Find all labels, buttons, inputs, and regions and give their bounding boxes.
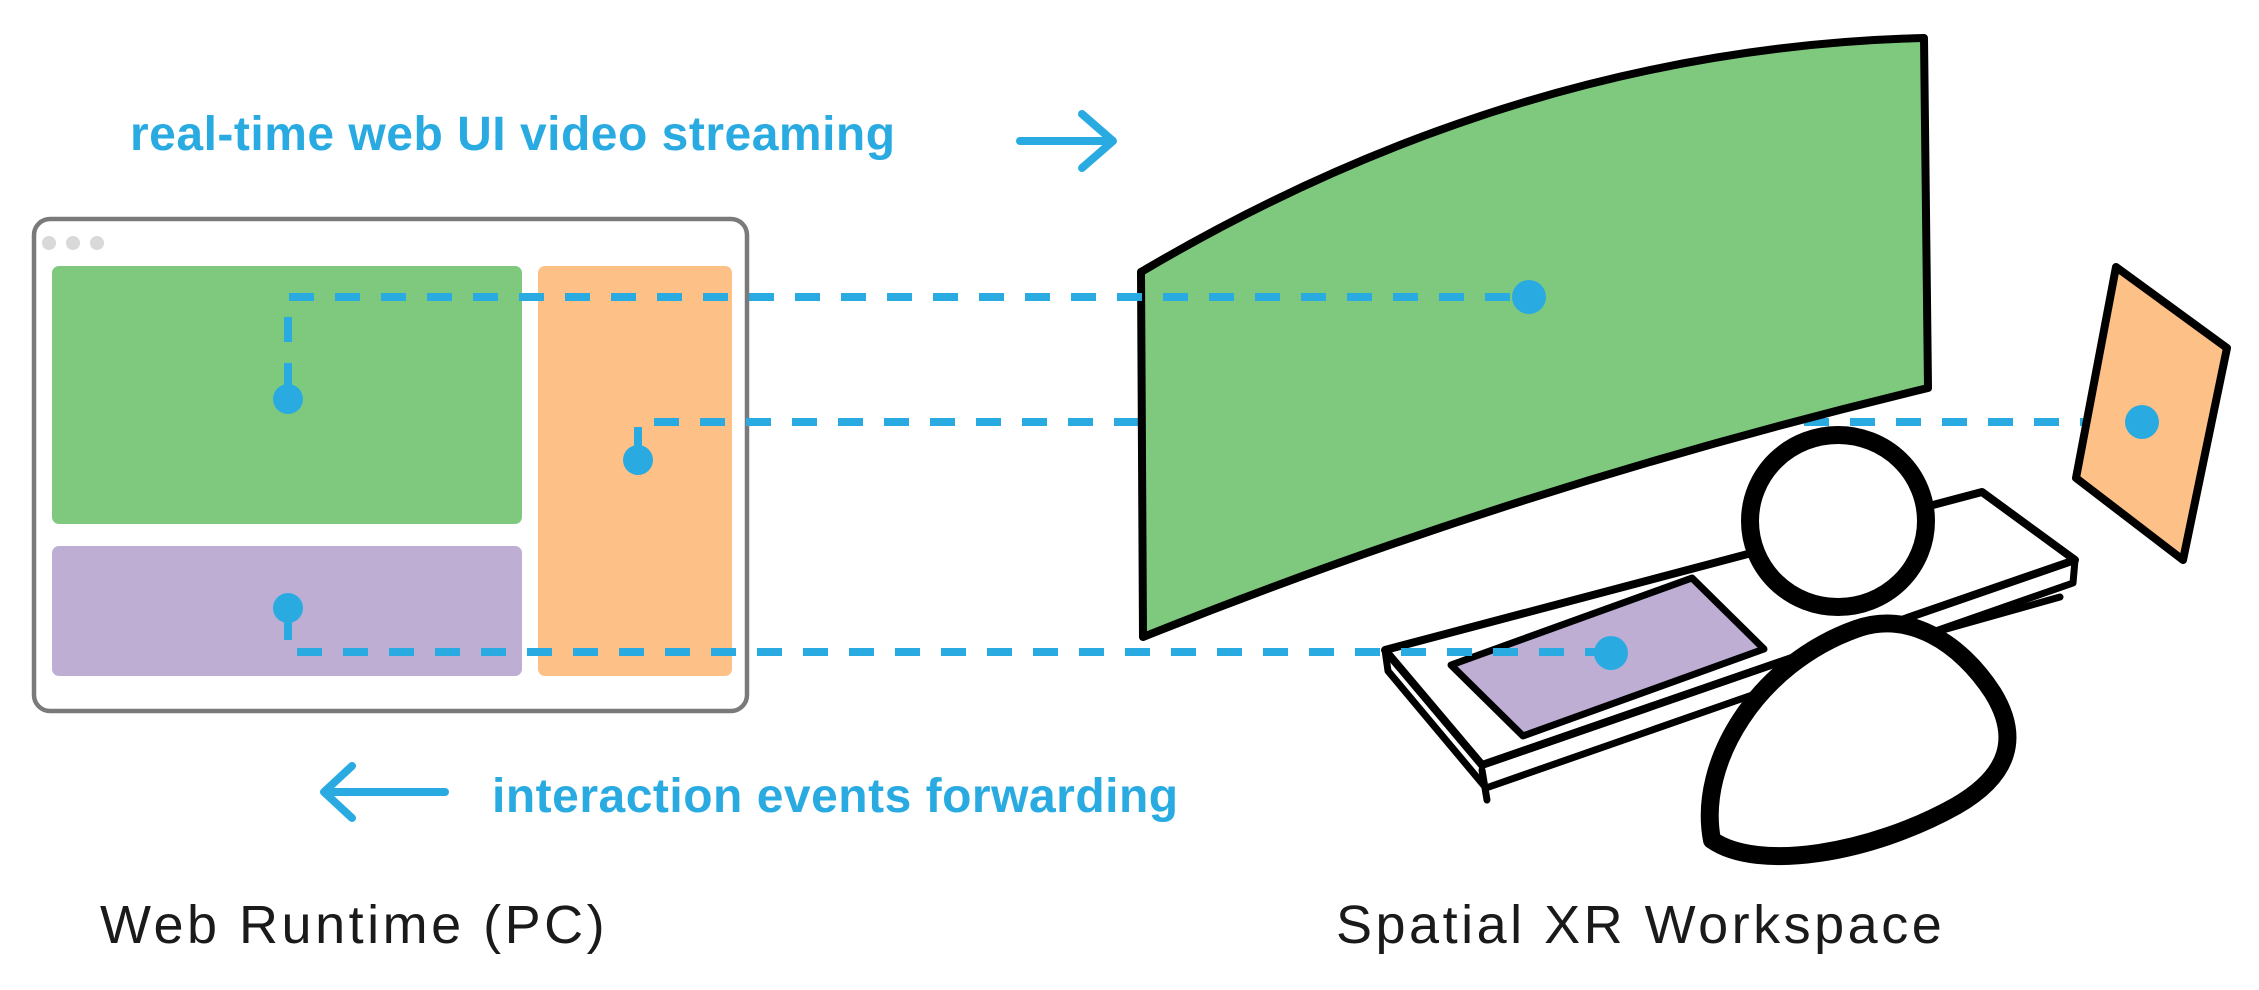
desk-tray-edge-line: [1921, 593, 2064, 639]
left-caption: Web Runtime (PC): [100, 895, 608, 955]
bottom-flow-label: interaction events forwarding: [492, 770, 1179, 823]
anchor-dot-orange-panel: [623, 445, 653, 475]
right-caption: Spatial XR Workspace: [1336, 895, 1945, 955]
traffic-light-dot: [66, 236, 80, 250]
link-line-purple: [284, 615, 1611, 656]
anchor-dot-tablet: [1594, 636, 1628, 670]
arrow-left-icon: [320, 762, 449, 822]
anchor-dot-screen: [1512, 280, 1546, 314]
top-flow-label: real-time web UI video streaming: [130, 108, 896, 161]
xr-curved-screen: [1137, 34, 1932, 641]
user-silhouette-icon: [1700, 426, 2017, 866]
traffic-light-dot: [90, 236, 104, 250]
desk-tray-foot: [1478, 766, 1491, 804]
traffic-lights-icon: [42, 236, 104, 250]
user-head: [1741, 426, 1935, 616]
traffic-light-dot: [42, 236, 56, 250]
anchor-dot-green-panel: [273, 384, 303, 414]
anchor-dot-purple-panel: [273, 593, 303, 623]
anchor-dot-side-panel: [2125, 405, 2159, 439]
arrow-right-icon: [1016, 110, 1117, 172]
user-body: [1700, 614, 2017, 866]
